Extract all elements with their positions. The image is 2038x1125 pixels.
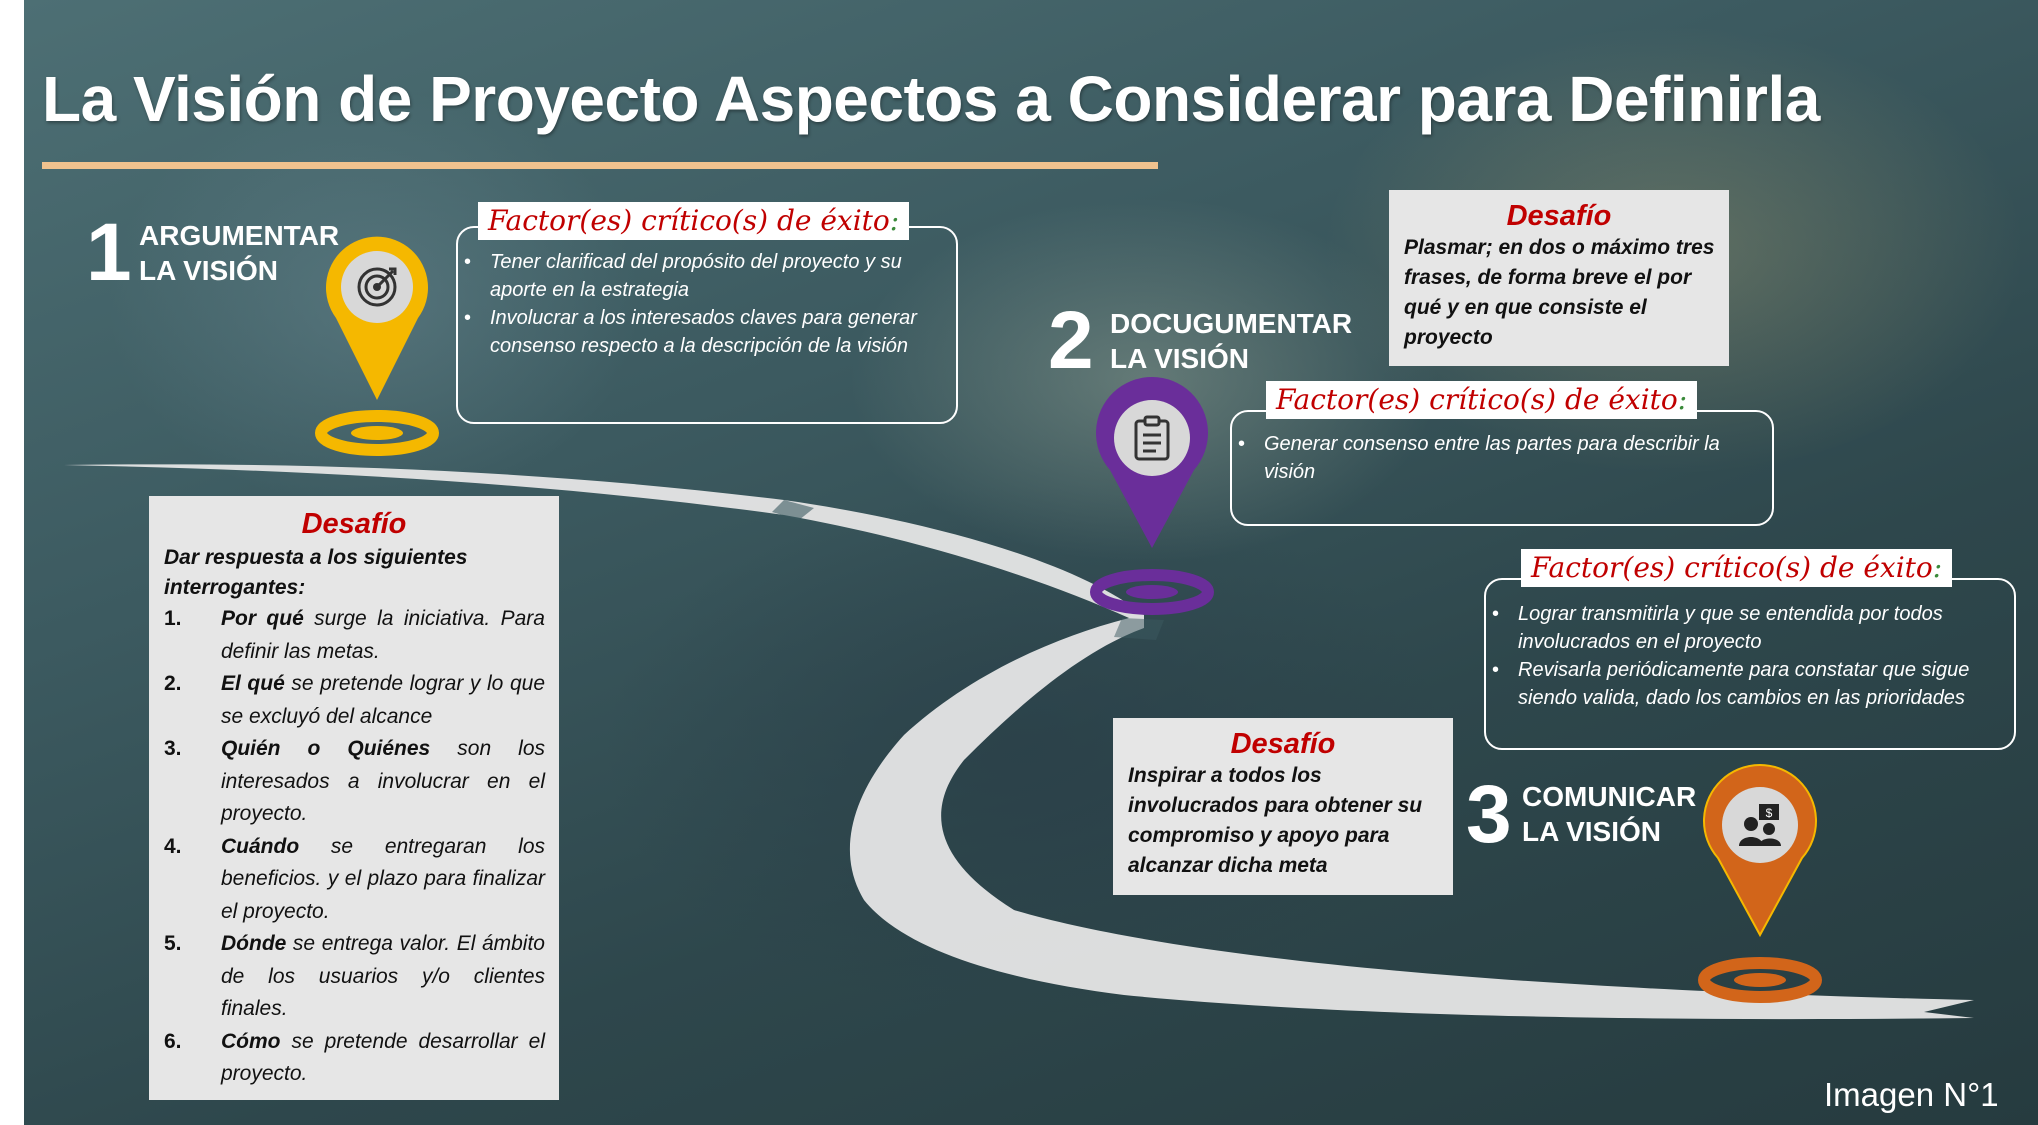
step1-factor-heading: Factor(es) crítico(s) de éxito:	[478, 202, 910, 240]
step3-label-line1: COMUNICAR	[1522, 781, 1697, 812]
step1-factor-item: Tener clarificad del propósito del proye…	[464, 248, 956, 304]
step2-factor-title: Factor(es) crítico(s) de éxito	[1276, 383, 1678, 416]
target-icon	[351, 261, 403, 313]
step2-desafio-title: Desafío	[1506, 200, 1612, 232]
pin3-base-core	[1734, 973, 1786, 987]
step3-factor-heading: Factor(es) crítico(s) de éxito:	[1521, 549, 1953, 587]
question-text: se pretende lograr y lo que se excluyó d…	[221, 672, 545, 728]
step1-desafio-intro: Dar respuesta a los siguientes interroga…	[164, 546, 468, 599]
step2-factors-list: Generar consenso entre las partes para d…	[1232, 430, 1772, 486]
step1-questions-list: 1. Por qué surge la iniciativa. Para defi…	[164, 603, 545, 1091]
presenter-icon: $	[1732, 797, 1788, 853]
step2-number: 2	[1048, 295, 1094, 386]
question-keyword: Quién o Quiénes	[221, 737, 431, 760]
question-text: se pretende desarrollar el proyecto.	[221, 1029, 545, 1086]
step2-factor-heading: Factor(es) crítico(s) de éxito:	[1266, 381, 1698, 419]
step3-desafio-text: Inspirar a todos los involucrados para o…	[1128, 764, 1423, 877]
pin3-base-ring	[1698, 957, 1822, 1003]
step1-factor-colon: :	[889, 204, 900, 237]
step3-desafio-box: Desafío Inspirar a todos los involucrado…	[1113, 718, 1453, 895]
step1-number: 1	[86, 207, 132, 298]
question-keyword: Cómo	[221, 1029, 281, 1053]
road-gap-1	[772, 500, 814, 520]
step1-factor-item: Involucrar a los interesados claves para…	[464, 304, 956, 360]
question-number: 5.	[164, 932, 182, 955]
step3-desafio-title: Desafío	[1230, 728, 1336, 760]
step2-factor-item: Generar consenso entre las partes para d…	[1238, 430, 1772, 486]
step2-desafio-text: Plasmar; en dos o máximo tres frases, de…	[1404, 236, 1715, 349]
step3-label-line2: LA VISIÓN	[1522, 816, 1661, 847]
step1-label-line1: ARGUMENTAR	[139, 220, 340, 251]
question-number: 6.	[164, 1029, 182, 1053]
question-item: 3. Quién o Quiénes son los interesados a …	[164, 733, 545, 831]
question-item: 2. El qué se pretende lograr y lo que se …	[164, 668, 545, 733]
step3-factor-item: Lograr transmitirla y que se entendida p…	[1492, 600, 2014, 656]
step3-number: 3	[1466, 769, 1512, 860]
question-keyword: Dónde	[221, 932, 287, 955]
question-item: 4. Cuándo se entregaran los beneficios. y…	[164, 831, 545, 929]
question-text: son los interesados a involucrar en el p…	[221, 737, 545, 825]
question-text: se entregaran los beneficios. y el plazo…	[221, 834, 545, 923]
question-text: surge la iniciativa. Para definir las me…	[221, 607, 545, 663]
road-path	[64, 236, 1974, 1020]
question-item: 5. Dónde se entrega valor. El ámbito de l…	[164, 928, 545, 1026]
question-item: 1. Por qué surge la iniciativa. Para defi…	[164, 603, 545, 668]
step1-factor-title: Factor(es) crítico(s) de éxito	[488, 204, 890, 237]
step1-desafio-title: Desafío	[301, 508, 407, 540]
step2-label-line2: LA VISIÓN	[1110, 343, 1249, 374]
step1-label-line2: LA VISIÓN	[139, 255, 278, 286]
question-number: 4.	[164, 834, 182, 858]
pin2-base-core	[1126, 585, 1178, 599]
question-keyword: El qué	[221, 672, 285, 695]
step3-factor-colon: :	[1932, 551, 1943, 584]
clipboard-icon	[1124, 410, 1180, 466]
step3-factor-item: Revisarla periódicamente para constatar …	[1492, 656, 2014, 712]
step3-factors-list: Lograr transmitirla y que se entendida p…	[1486, 600, 2014, 712]
question-number: 3.	[164, 737, 182, 760]
title-underline	[42, 162, 1158, 169]
step2-label: DOCUGUMENTAR LA VISIÓN	[1110, 306, 1352, 376]
step3-factor-title: Factor(es) crítico(s) de éxito	[1531, 551, 1933, 584]
slide-canvas: $ La Visión de Proyecto Aspectos a Consi…	[24, 0, 2038, 1125]
step1-factors-box: Tener clarificad del propósito del proye…	[456, 226, 958, 424]
pin2-inner	[1114, 400, 1190, 476]
step2-factor-colon: :	[1677, 383, 1688, 416]
step2-factors-box: Generar consenso entre las partes para d…	[1230, 410, 1774, 526]
step1-factors-list: Tener clarificad del propósito del proye…	[458, 248, 956, 360]
question-keyword: Cuándo	[221, 834, 300, 858]
pin1-base-core	[351, 426, 403, 440]
image-caption: Imagen N°1	[1824, 1076, 1999, 1113]
page-title: La Visión de Proyecto Aspectos a Conside…	[42, 63, 1820, 135]
question-number: 1.	[164, 607, 182, 630]
pin2-base-ring	[1090, 569, 1214, 615]
step1-label: ARGUMENTAR LA VISIÓN	[139, 218, 339, 288]
question-number: 2.	[164, 672, 182, 695]
question-keyword: Por qué	[221, 607, 304, 630]
step1-desafio-box: Desafío Dar respuesta a los siguientes i…	[149, 496, 559, 1100]
pin1-base-ring	[315, 410, 439, 456]
question-item: 6. Cómo se pretende desarrollar el proyec…	[164, 1026, 545, 1091]
step3-label: COMUNICAR LA VISIÓN	[1522, 779, 1696, 849]
step3-factors-box: Lograr transmitirla y que se entendida p…	[1484, 578, 2016, 750]
road-gap-2	[1114, 618, 1164, 640]
step2-label-line1: DOCUGUMENTAR	[1110, 308, 1353, 339]
svg-text:$: $	[1766, 806, 1773, 820]
step2-desafio-box: Desafío Plasmar; en dos o máximo tres fr…	[1389, 190, 1729, 366]
question-text: se entrega valor. El ámbito de los usuar…	[221, 932, 545, 1020]
